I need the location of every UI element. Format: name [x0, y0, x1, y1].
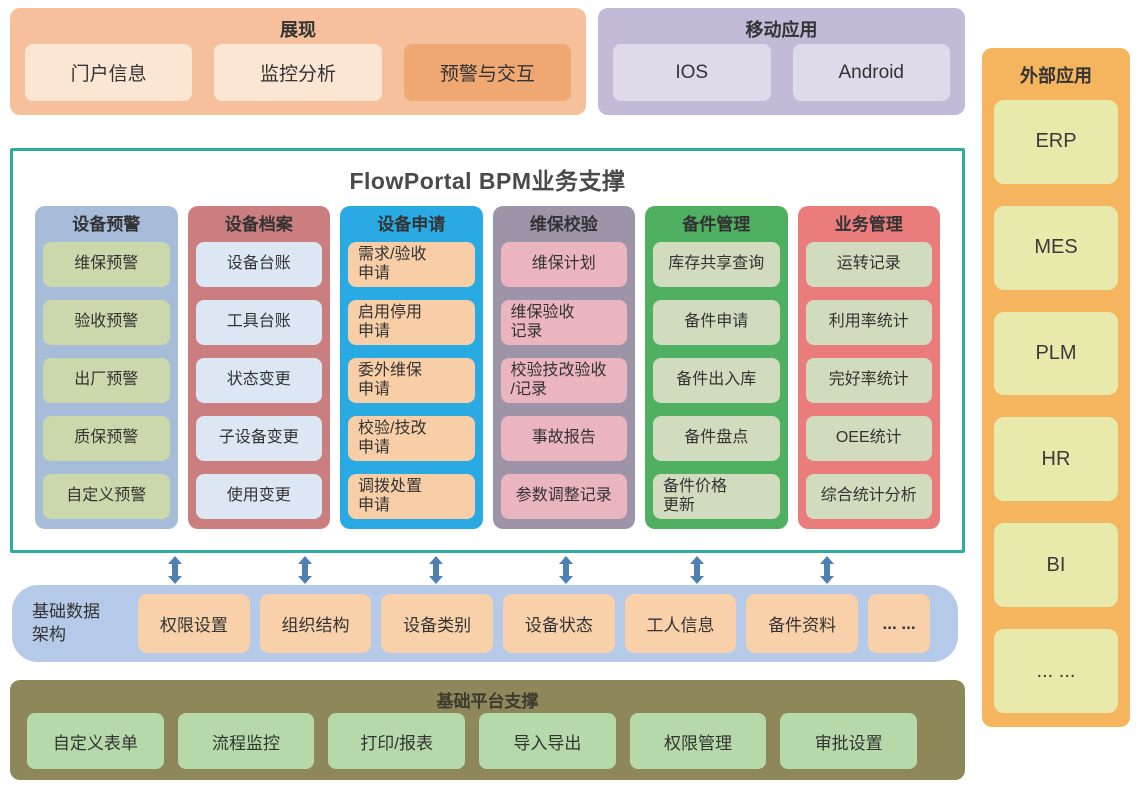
module-card: 调拨处置 申请	[348, 474, 475, 519]
mobile-apps-title: 移动应用	[745, 20, 818, 40]
column-title: 设备申请	[377, 215, 446, 234]
module-card: 质保预警	[43, 416, 170, 461]
platform-item-approval-settings: 审批设置	[780, 713, 918, 769]
platform-item-import-export: 导入导出	[479, 713, 616, 769]
module-card: 维保验收 记录	[500, 300, 627, 345]
column-title: 业务管理	[834, 215, 903, 234]
platform-item-custom-form: 自定义表单	[27, 713, 164, 769]
column-business-management: 业务管理 运转记录 利用率统计 完好率统计 OEE统计 综合统计分析	[797, 206, 940, 529]
platform-item-print-report: 打印/报表	[328, 713, 466, 769]
base-data-item-org-structure: 组织结构	[259, 594, 372, 653]
module-card: 设备台账	[195, 242, 322, 287]
display-item-portal-info: 门户信息	[25, 44, 193, 101]
display-item-monitor-analysis: 监控分析	[214, 44, 382, 101]
mobile-apps-section: 移动应用 IOS Android	[598, 8, 965, 115]
display-item-alert-interaction: 预警与交互	[403, 44, 571, 101]
double-arrow-icon	[168, 556, 182, 584]
base-data-item-device-status: 设备状态	[503, 594, 615, 653]
module-card: 启用停用 申请	[348, 300, 475, 345]
external-app-plm: PLM	[994, 311, 1118, 396]
display-section: 展现 门户信息 监控分析 预警与交互	[10, 8, 586, 115]
column-title: 设备预警	[72, 215, 141, 234]
sync-arrows	[168, 556, 834, 584]
module-card: 完好率统计	[805, 358, 932, 403]
base-data-title: 基础数据 架构	[32, 602, 100, 644]
display-items-row: 门户信息 监控分析 预警与交互	[10, 44, 586, 115]
external-app-bi: BI	[994, 523, 1118, 608]
double-arrow-icon	[559, 556, 574, 584]
bpm-support-panel: FlowPortal BPM业务支撑 设备预警 维保预警 验收预警 出厂预警 质…	[10, 148, 965, 553]
double-arrow-icon	[819, 556, 834, 584]
platform-item-process-monitor: 流程监控	[177, 713, 315, 769]
base-data-item-spare-parts-data: 备件资料	[746, 594, 859, 653]
display-section-title: 展现	[280, 20, 316, 40]
module-card: 校验/技改 申请	[348, 416, 475, 461]
platform-support-title: 基础平台支撑	[436, 692, 539, 711]
module-card: 备件出入库	[653, 358, 780, 403]
module-card: 委外维保 申请	[348, 358, 475, 403]
module-card: 库存共享查询	[653, 242, 780, 287]
module-card: 使用变更	[195, 474, 322, 519]
platform-item-permission-management: 权限管理	[629, 713, 767, 769]
column-title: 备件管理	[682, 215, 751, 234]
module-card: 维保预警	[43, 242, 170, 287]
module-card: 运转记录	[805, 242, 932, 287]
column-maintenance-calibration: 维保校验 维保计划 维保验收 记录 校验技改验收 /记录 事故报告 参数调整记录	[492, 206, 635, 529]
column-device-archive: 设备档案 设备台账 工具台账 状态变更 子设备变更 使用变更	[187, 206, 330, 529]
platform-items-row: 自定义表单 流程监控 打印/报表 导入导出 权限管理 审批设置	[10, 713, 965, 780]
module-card: 出厂预警	[43, 358, 170, 403]
module-card: 参数调整记录	[500, 474, 627, 519]
module-card: 需求/验收 申请	[348, 242, 475, 287]
module-card: 工具台账	[195, 300, 322, 345]
module-card: 备件申请	[653, 300, 780, 345]
column-device-alert: 设备预警 维保预警 验收预警 出厂预警 质保预警 自定义预警	[35, 206, 178, 529]
module-card: 自定义预警	[43, 474, 170, 519]
double-arrow-icon	[298, 556, 313, 584]
module-card: 利用率统计	[805, 300, 932, 345]
bpm-panel-title: FlowPortal BPM业务支撑	[349, 168, 626, 194]
external-app-erp: ERP	[994, 100, 1118, 184]
external-app-hr: HR	[994, 417, 1118, 502]
double-arrow-icon	[428, 556, 443, 584]
base-data-item-more: ... ...	[868, 594, 931, 653]
module-card: 子设备变更	[195, 416, 322, 461]
base-data-item-device-category: 设备类别	[381, 594, 494, 653]
module-card: 备件盘点	[653, 416, 780, 461]
mobile-item-ios: IOS	[613, 44, 771, 101]
column-title: 维保校验	[529, 215, 598, 234]
module-card: 备件价格 更新	[653, 474, 780, 519]
module-card: 状态变更	[195, 358, 322, 403]
double-arrow-icon	[689, 556, 704, 584]
module-card: OEE统计	[805, 416, 932, 461]
base-data-item-permission: 权限设置	[138, 594, 250, 653]
base-data-bar: 基础数据 架构 权限设置 组织结构 设备类别 设备状态 工人信息 备件资料 ..…	[12, 585, 958, 662]
mobile-items-row: IOS Android	[598, 44, 965, 115]
mobile-item-android: Android	[792, 44, 950, 101]
external-app-mes: MES	[994, 205, 1118, 290]
module-card: 校验技改验收 /记录	[500, 358, 627, 403]
external-apps-title: 外部应用	[1020, 66, 1092, 86]
bpm-columns: 设备预警 维保预警 验收预警 出厂预警 质保预警 自定义预警 设备档案 设备台账…	[35, 206, 940, 529]
base-data-item-worker-info: 工人信息	[624, 594, 737, 653]
external-apps-list: ERP MES PLM HR BI ... ...	[994, 100, 1118, 713]
module-card: 验收预警	[43, 300, 170, 345]
module-card: 综合统计分析	[805, 474, 932, 519]
external-apps-panel: 外部应用 ERP MES PLM HR BI ... ...	[982, 48, 1130, 727]
module-card: 维保计划	[500, 242, 627, 287]
module-card: 事故报告	[500, 416, 627, 461]
column-spare-parts: 备件管理 库存共享查询 备件申请 备件出入库 备件盘点 备件价格 更新	[645, 206, 788, 529]
column-title: 设备档案	[224, 215, 293, 234]
platform-support-bar: 基础平台支撑 自定义表单 流程监控 打印/报表 导入导出 权限管理 审批设置	[10, 680, 965, 780]
column-device-request: 设备申请 需求/验收 申请 启用停用 申请 委外维保 申请 校验/技改 申请 调…	[340, 206, 483, 529]
external-app-more: ... ...	[994, 629, 1118, 713]
